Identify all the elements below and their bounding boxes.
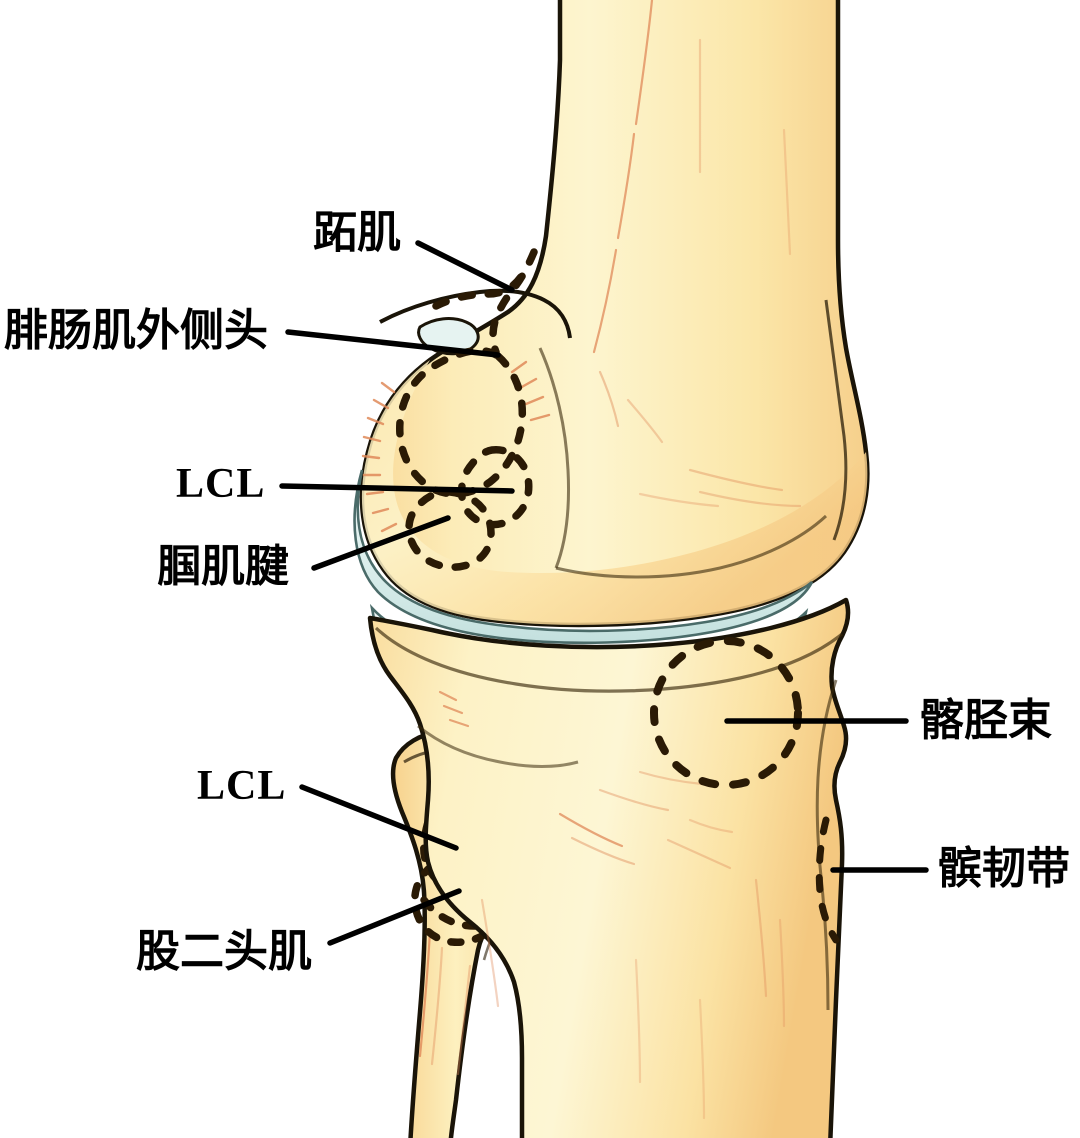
tibial-footprints: [650, 637, 840, 944]
femur-condyle-radiating-lines: [361, 360, 551, 533]
label-lcl-femoral: LCL: [176, 461, 266, 507]
popliteal-groove: [417, 317, 480, 356]
femur-group: [359, 0, 870, 628]
femoral-condyle-shading: [361, 360, 868, 625]
femur-intercondylar-line: [538, 347, 570, 569]
label-patellar-ligament: 髌韧带: [938, 844, 1070, 893]
tibial-plateau-rim: [374, 626, 844, 693]
itb-gerdy-footprint: [650, 637, 802, 789]
femur-trabecular-lines: [592, 0, 802, 508]
femur-supracondylar-line: [379, 288, 572, 339]
plantaris-footprint: [489, 248, 538, 356]
popliteus-footprint: [405, 488, 495, 571]
gastrocnemius-footprint: [396, 346, 527, 498]
femoral-footprints: [396, 248, 538, 571]
leader-biceps-femoris: [327, 888, 462, 946]
leader-plantaris: [415, 240, 515, 293]
leader-lcl-fibular: [299, 784, 459, 851]
label-lcl-fibular: LCL: [197, 763, 287, 809]
label-biceps-femoris: 股二头肌: [136, 927, 312, 976]
tibia-outline: [367, 597, 851, 1138]
tibia-group: [367, 597, 851, 1138]
label-popliteus-tendon: 腘肌腱: [157, 542, 289, 591]
leader-gastrocnemius: [285, 329, 501, 358]
patellar-ligament-footprint: [815, 816, 840, 944]
tibia-lateral-contour: [815, 679, 838, 1011]
label-plantaris: 跖肌: [313, 208, 401, 257]
femoral-cartilage: [353, 469, 814, 645]
tibia-trabecular-lines: [438, 690, 786, 1120]
leader-lcl-femoral: [279, 483, 515, 494]
lcl-femoral-footprint: [457, 446, 533, 529]
label-iliotibial-band: 髂胫束: [920, 696, 1052, 745]
leader-popliteus: [311, 515, 451, 571]
plantaris-footprint-upper: [432, 268, 528, 310]
tibia-medial-edge: [417, 724, 579, 768]
femur-condyle-base-line: [555, 514, 828, 579]
label-gastrocnemius-lateral-head: 腓肠肌外侧头: [4, 306, 268, 355]
leader-lines: [279, 240, 929, 946]
femur-lateral-ridge: [824, 299, 848, 541]
